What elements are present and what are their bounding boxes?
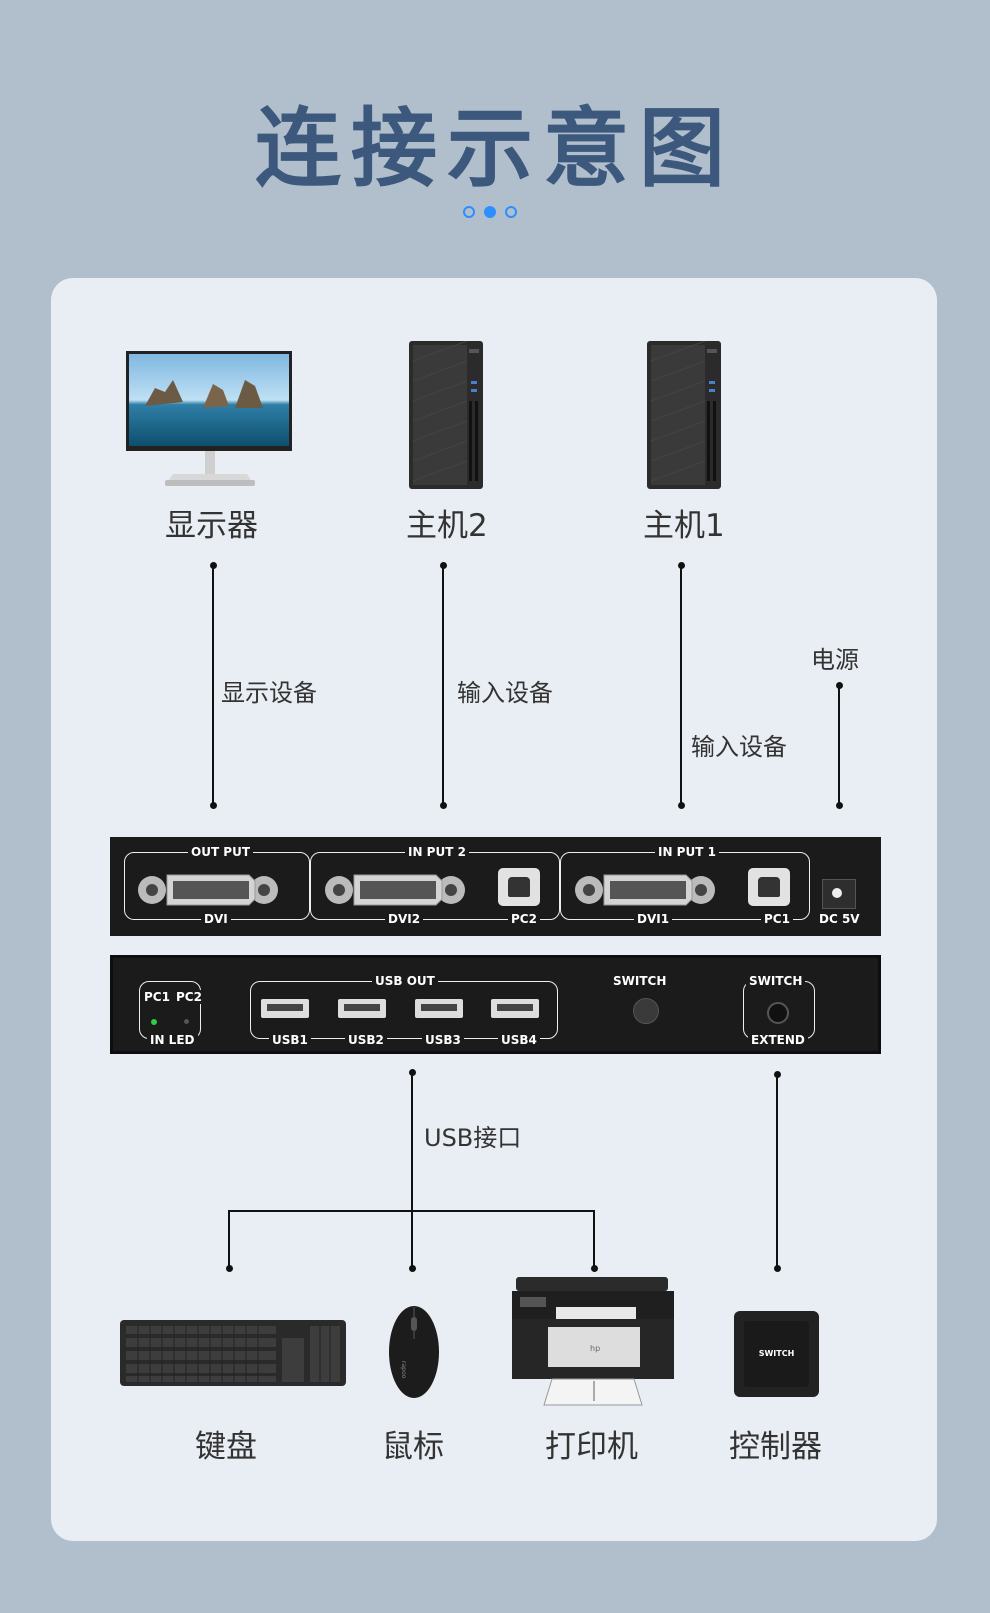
label-in-put-2: IN PUT 2 (405, 845, 469, 859)
label-usb4: USB4 (498, 1033, 540, 1047)
dvi-port-icon (325, 874, 465, 906)
line-endpoint (440, 802, 447, 809)
line-input2 (442, 565, 444, 805)
led-pc1 (151, 1019, 157, 1025)
line-endpoint (836, 802, 843, 809)
line-endpoint (774, 1071, 781, 1078)
switch-controller-text: SWITCH (758, 1349, 795, 1358)
label-usb1: USB1 (269, 1033, 311, 1047)
label-dvi: DVI (201, 912, 231, 926)
page-title: 连接示意图 (255, 99, 735, 199)
line-display (212, 565, 214, 805)
label-mouse: 鼠标 (382, 1429, 444, 1465)
label-host2: 主机2 (406, 508, 488, 544)
label-dvi1: DVI1 (634, 912, 673, 926)
label-pc2: PC2 (508, 912, 540, 926)
label-in-led: IN LED (147, 1033, 198, 1047)
line-endpoint (678, 562, 685, 569)
usb-b-port-icon (498, 868, 540, 906)
label-display-device: 显示设备 (221, 679, 317, 707)
label-extend: EXTEND (748, 1033, 808, 1047)
usb-a-port-icon (261, 999, 309, 1018)
line-endpoint (409, 1069, 416, 1076)
line-printer (593, 1210, 595, 1268)
label-printer: 打印机 (545, 1429, 638, 1465)
label-input-device-2: 输入设备 (457, 679, 553, 707)
label-power: 电源 (811, 646, 859, 674)
mouse-brand: rapoo (400, 1361, 407, 1379)
dot (463, 206, 475, 218)
label-keyboard: 键盘 (195, 1429, 257, 1465)
monitor-icon (126, 351, 292, 486)
line-usb-branch (228, 1210, 594, 1212)
label-led-pc2: PC2 (173, 990, 205, 1004)
dc-power-jack-hole (832, 888, 842, 898)
label-switch-button: SWITCH (610, 974, 670, 988)
line-endpoint (409, 1265, 416, 1272)
line-keyboard (228, 1210, 230, 1268)
label-usb3: USB3 (422, 1033, 464, 1047)
tower-pc-icon (647, 341, 721, 489)
line-controller (776, 1074, 778, 1268)
dvi-port-icon (138, 874, 278, 906)
switch-controller-icon: SWITCH (734, 1311, 819, 1397)
label-host1: 主机1 (643, 508, 725, 544)
label-pc1: PC1 (761, 912, 793, 926)
line-power (838, 685, 840, 805)
keyboard-icon (120, 1320, 346, 1386)
kvm-front-panel: OUT PUT IN PUT 2 IN PUT 1 DVI DVI2 PC2 D… (110, 837, 881, 936)
label-in-put-1: IN PUT 1 (655, 845, 719, 859)
dot (505, 206, 517, 218)
mouse-icon: rapoo (389, 1306, 439, 1398)
switch-button[interactable] (633, 998, 659, 1024)
kvm-back-panel: PC1 PC2 IN LED USB OUT USB1 USB2 USB3 US… (110, 955, 881, 1054)
label-monitor: 显示器 (165, 508, 258, 544)
label-input-device-1: 输入设备 (691, 733, 787, 761)
label-switch: SWITCH (746, 974, 806, 988)
label-usb2: USB2 (345, 1033, 387, 1047)
dot-active (484, 206, 496, 218)
label-led-pc1: PC1 (141, 990, 173, 1004)
label-out-put: OUT PUT (188, 845, 254, 859)
line-input1 (680, 565, 682, 805)
line-usb-main (411, 1072, 413, 1268)
switch-extend-jack (767, 1002, 789, 1024)
line-endpoint (591, 1265, 598, 1272)
line-endpoint (774, 1265, 781, 1272)
line-endpoint (678, 802, 685, 809)
label-dc-5v: DC 5V (816, 912, 863, 926)
usb-a-port-icon (491, 999, 539, 1018)
usb-a-port-icon (338, 999, 386, 1018)
pagination-dots (463, 206, 517, 218)
label-usb-port: USB接口 (424, 1124, 522, 1152)
usb-b-port-icon (748, 868, 790, 906)
line-endpoint (210, 562, 217, 569)
label-dvi2: DVI2 (385, 912, 424, 926)
switch-controller-face (744, 1321, 809, 1387)
dvi-port-icon (575, 874, 715, 906)
line-endpoint (836, 682, 843, 689)
line-endpoint (440, 562, 447, 569)
line-endpoint (226, 1265, 233, 1272)
led-pc2 (184, 1019, 189, 1024)
line-endpoint (210, 802, 217, 809)
tower-pc-icon (409, 341, 483, 489)
printer-brand: hp (590, 1344, 600, 1353)
printer-icon: hp (512, 1277, 674, 1406)
label-controller: 控制器 (729, 1429, 822, 1465)
usb-a-port-icon (415, 999, 463, 1018)
label-usb-out: USB OUT (372, 974, 438, 988)
